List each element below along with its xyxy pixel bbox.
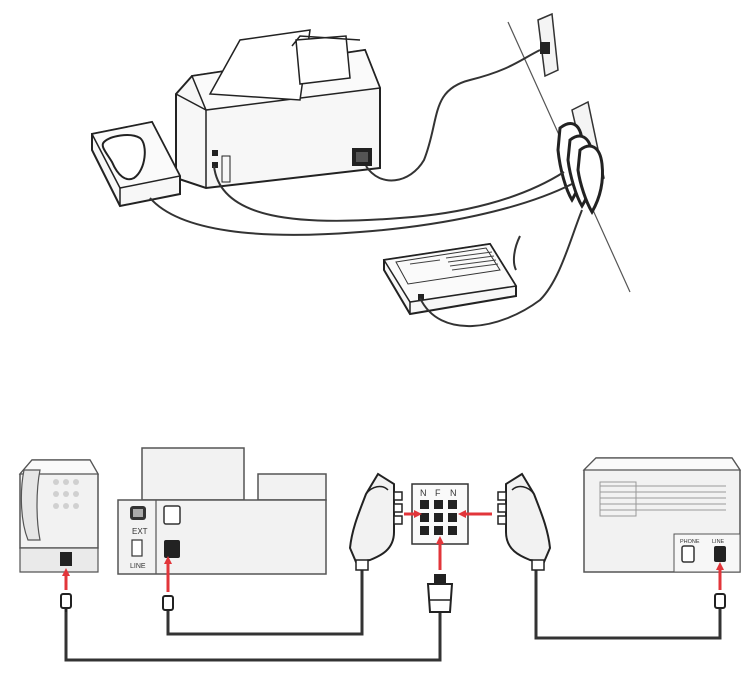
telephone-device [18,459,100,573]
wall-socket [537,12,559,78]
modem-phone-jack [681,545,695,563]
bottom-schematic: EXT LINE N F N [18,447,742,662]
printer-plug [162,595,174,611]
ext-port: EXT [130,505,181,536]
schematic-wires [64,566,722,662]
line-label: LINE [130,563,146,570]
splitter-label-f: F [435,488,441,498]
modem-plug [714,593,726,609]
splitter-label-n1: N [420,488,427,498]
splitter-box: N F N [411,483,469,545]
modem-line-jack [714,546,726,562]
ext-label: EXT [132,527,148,536]
splitter-plug [426,574,454,613]
top-illustration [90,12,631,328]
printer-illustration [175,29,382,190]
modem-device: PHONE LINE [582,457,742,573]
top-cables [149,49,583,328]
telephone-plug [60,593,72,612]
telephone-jack [60,552,72,566]
telephone-illustration [90,120,182,208]
printer-device: EXT LINE [117,447,327,575]
splitter-label-n2: N [450,488,457,498]
modem-illustration [382,242,518,316]
wall-splitter [556,100,605,215]
tae-connector-left [348,472,403,571]
line-port: LINE [130,539,180,570]
phone-port-label: PHONE [680,539,700,545]
line-port-label: LINE [712,539,725,545]
tae-connector-right [497,472,552,571]
keypad-icon [53,479,79,509]
